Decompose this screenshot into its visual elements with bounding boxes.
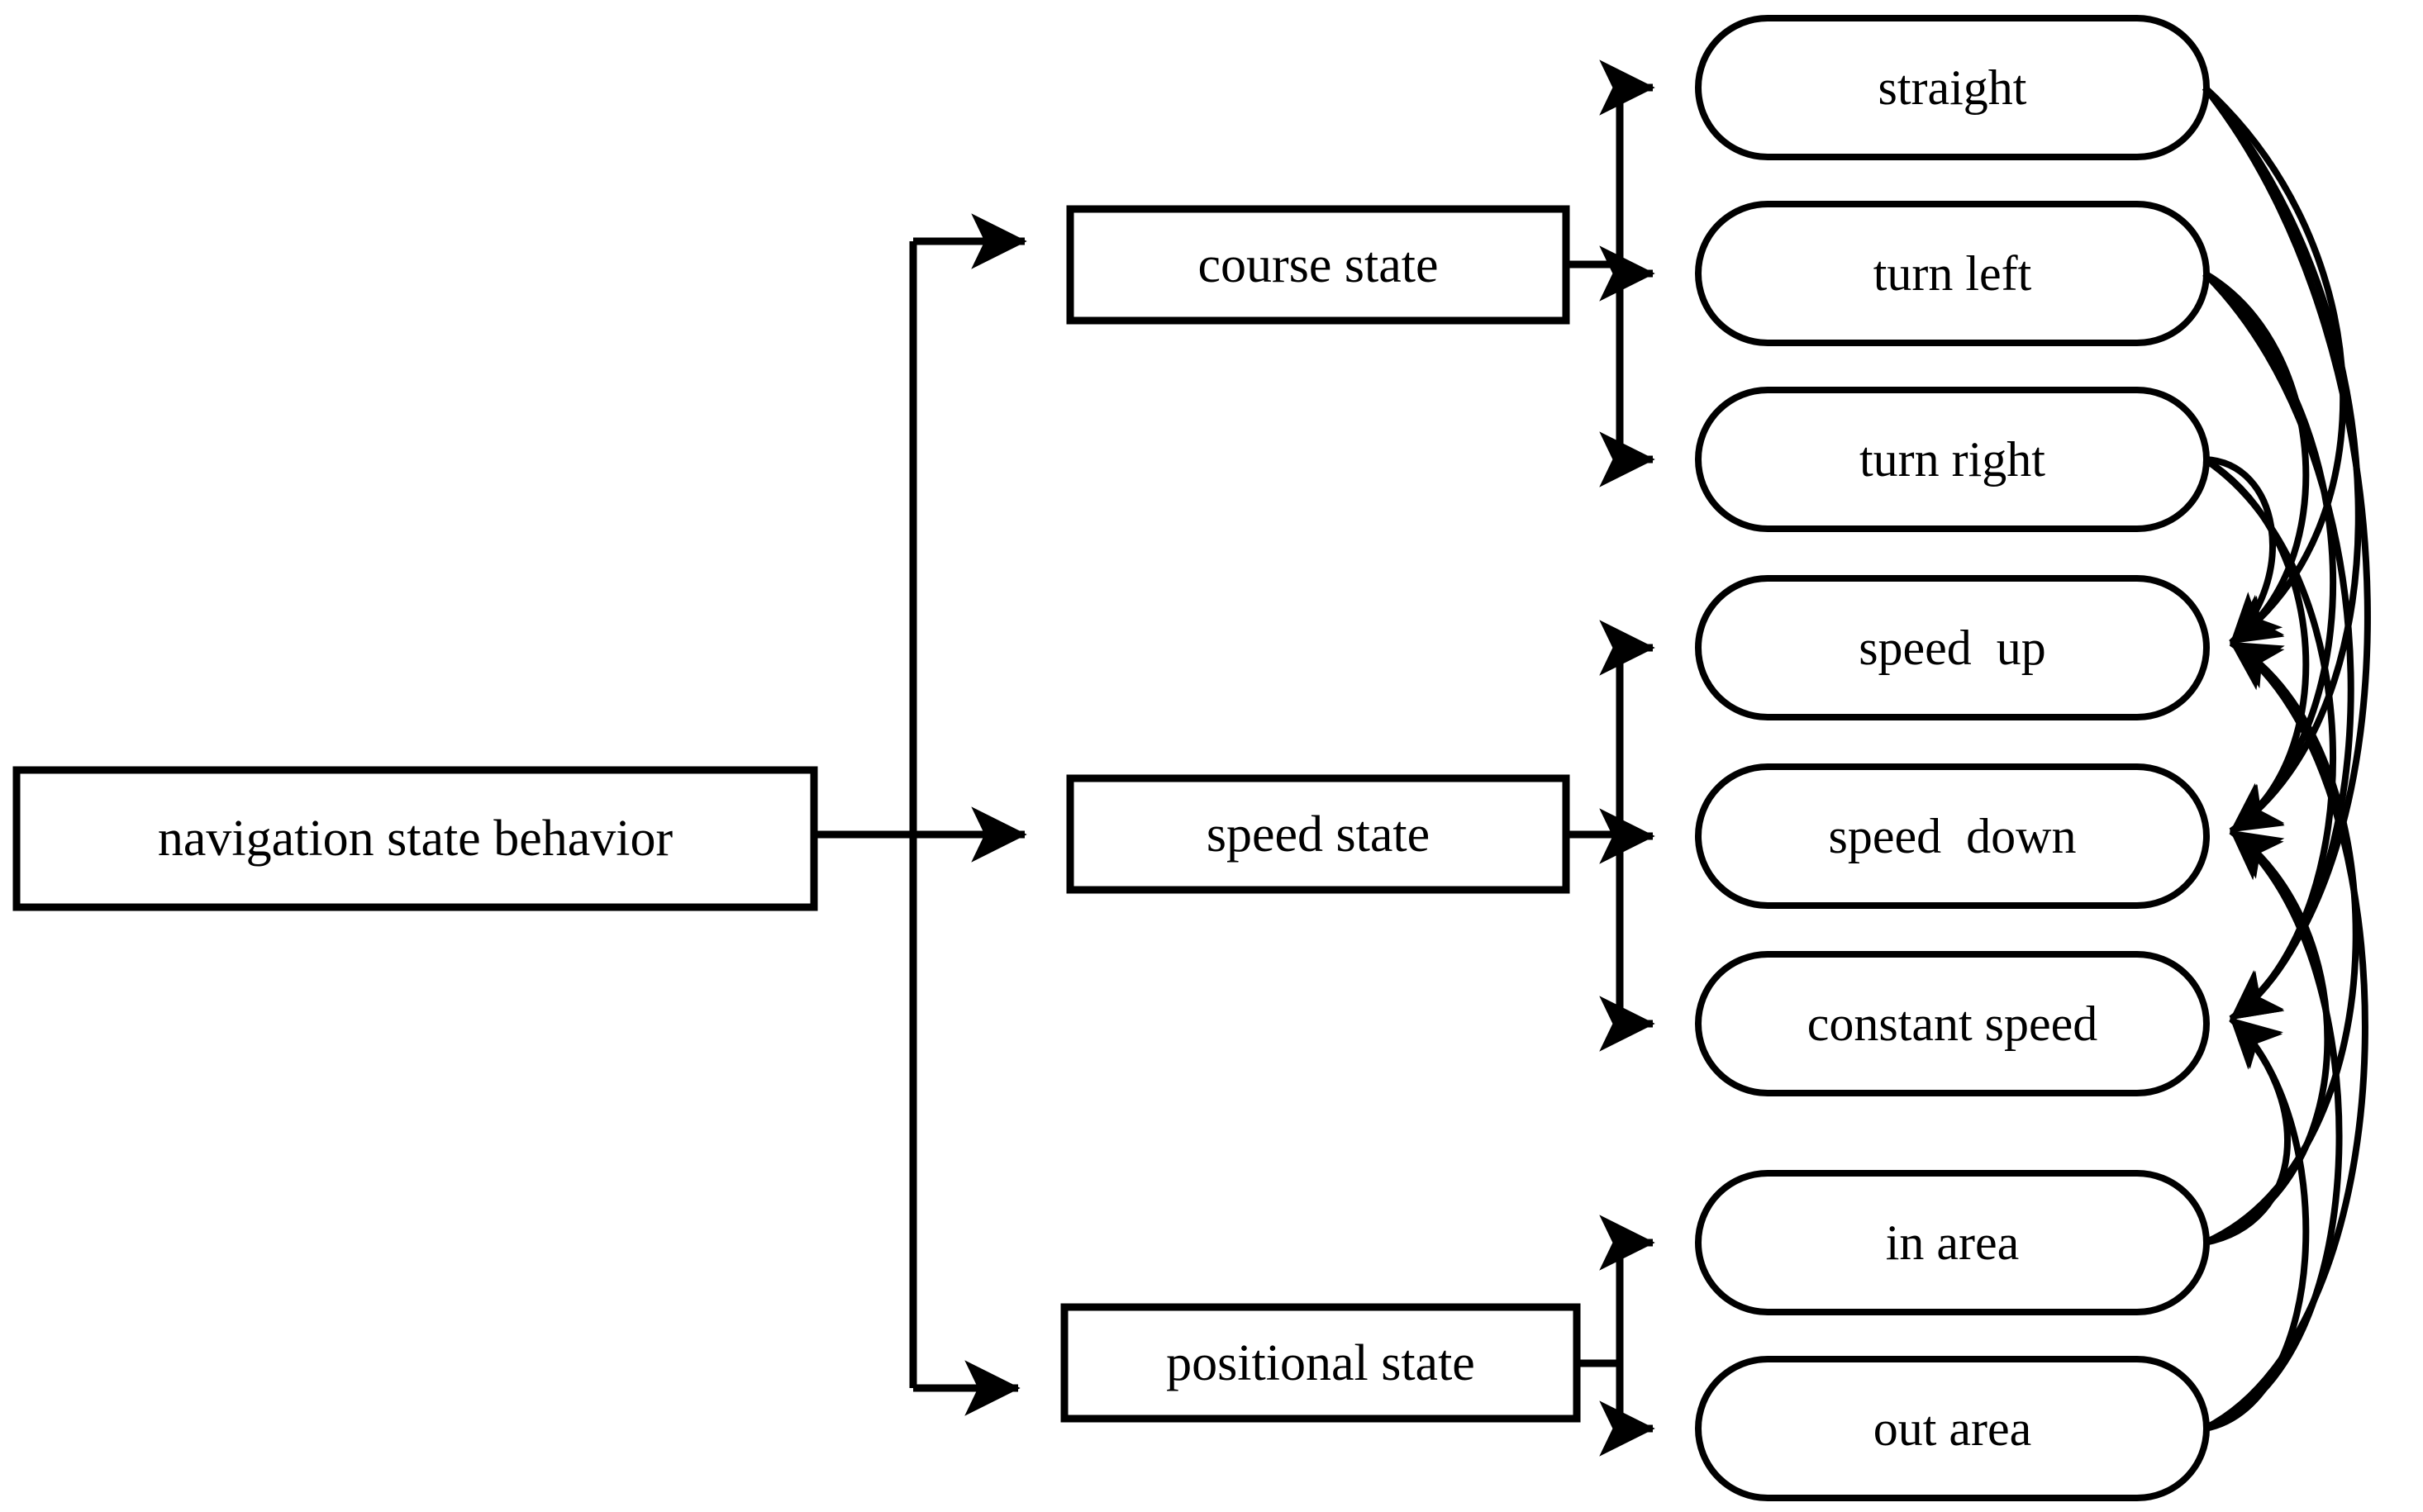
tree-connectors-root [814, 213, 1027, 1416]
node-shape-course-state [1066, 205, 1570, 325]
edge-in-area-to-speed-down [2203, 828, 2331, 1246]
node-shape-speed-state [1066, 774, 1570, 894]
node-shape-speed-up [1695, 575, 2210, 720]
node-shape-straight [1695, 15, 2210, 160]
tree-connectors-positional [1577, 1215, 1655, 1457]
node-shape-out-area [1695, 1356, 2210, 1501]
node-shape-turn-left [1695, 201, 2210, 346]
edge-turn-right-to-constant-speed [2202, 456, 2336, 1022]
node-shape-turn-right [1695, 387, 2210, 532]
node-shape-speed-down [1695, 763, 2210, 909]
tree-connectors-speed [1566, 620, 1655, 1052]
node-shape-in-area [1695, 1170, 2210, 1315]
edge-out-area-to-constant-speed [2204, 1016, 2310, 1432]
node-shape-navigation-state-behavior [12, 766, 818, 911]
edge-out-area-to-speed-down [2203, 828, 2343, 1432]
cross-link-edges [2202, 85, 2371, 1432]
edge-in-area-to-speed-up [2203, 640, 2359, 1246]
node-shape-constant-speed [1695, 951, 2210, 1096]
node-shapes [12, 15, 2210, 1501]
node-shape-positional-state [1060, 1303, 1581, 1423]
edge-in-area-to-constant-speed [2204, 1016, 2291, 1246]
tree-connectors-course [1566, 59, 1655, 487]
edge-out-area-to-speed-up [2203, 640, 2368, 1432]
